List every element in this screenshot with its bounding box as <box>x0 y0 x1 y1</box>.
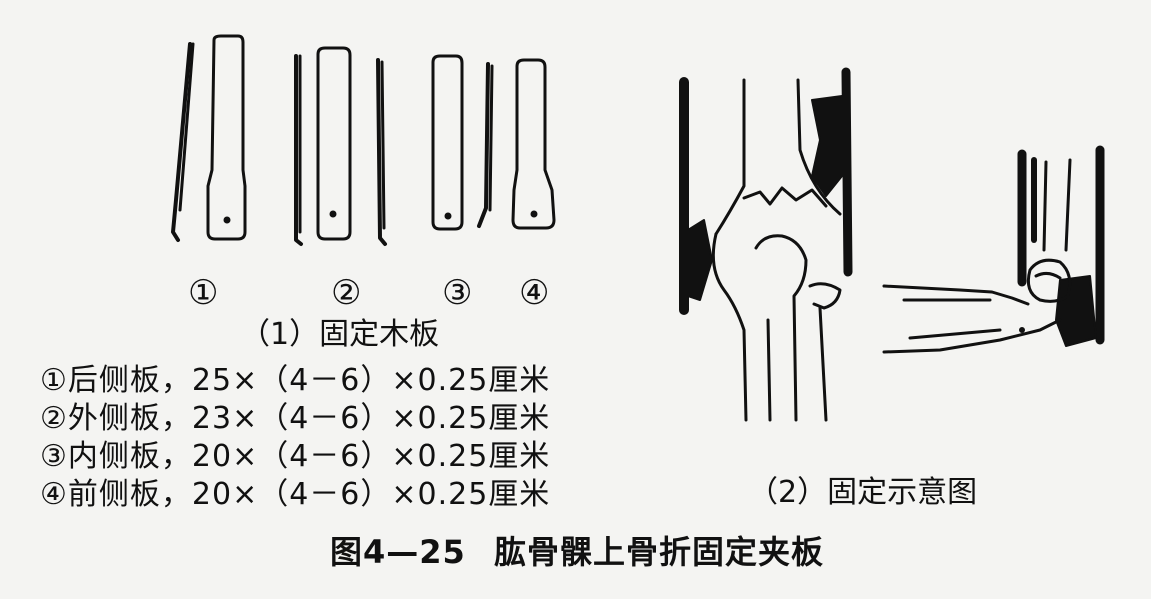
elbow-lateral-view <box>884 150 1100 352</box>
spec-line-4: ④前侧板，20×（4－6）×0.25厘米 <box>40 480 550 510</box>
board-1-back <box>173 36 245 240</box>
board-2-outer <box>296 48 385 244</box>
board-number-1: ① <box>188 276 218 310</box>
board-number-4: ④ <box>519 276 549 310</box>
figure-number: 图4—25 <box>330 536 466 568</box>
spec-line-2: ②外侧板，23×（4－6）×0.25厘米 <box>40 404 550 434</box>
panel1-caption: （1）固定木板 <box>240 320 439 350</box>
figure-title: 肱骨髁上骨折固定夹板 <box>494 536 824 568</box>
board-3-inner <box>433 56 492 229</box>
spec-line-1: ①后侧板，25×（4－6）×0.25厘米 <box>40 366 550 396</box>
board-number-3: ③ <box>442 276 472 310</box>
spec-line-3: ③内侧板，20×（4－6）×0.25厘米 <box>40 442 550 472</box>
panel2-caption: （2）固定示意图 <box>748 478 977 508</box>
board-4-front <box>513 60 554 228</box>
board-number-2: ② <box>331 276 361 310</box>
elbow-front-view <box>684 72 848 420</box>
